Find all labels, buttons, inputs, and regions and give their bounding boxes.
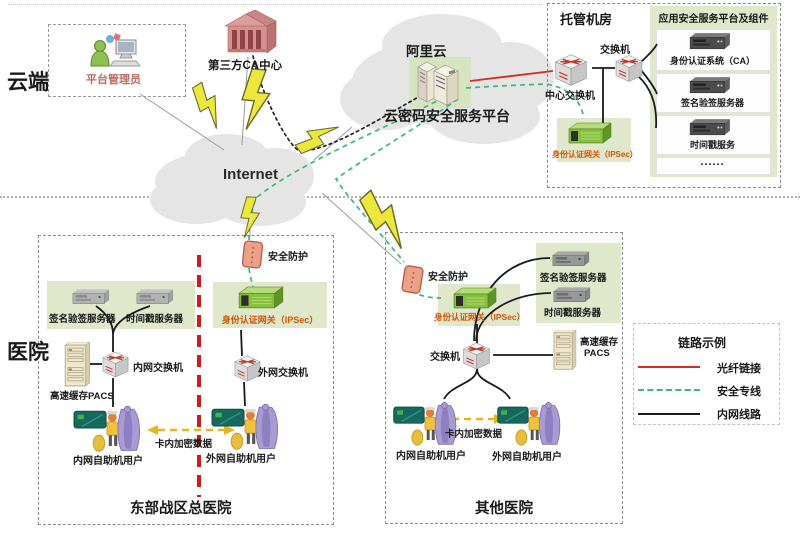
- time-server-icon: [134, 286, 176, 308]
- h1-title: 东部战区总医院: [130, 501, 232, 517]
- internet-cloud-shape: [214, 178, 306, 226]
- dc-gateway-icon: [567, 122, 613, 146]
- intranet-switch-icon: [99, 350, 132, 379]
- sign-server-icon: [70, 286, 112, 308]
- rack-server-icon: [687, 119, 733, 136]
- central-switch-label: 中心交换机: [545, 91, 595, 102]
- kiosk-user-icon: [496, 400, 562, 448]
- h2-gateway-label: 身份认证网关（IPSec）: [434, 312, 526, 322]
- datacenter-title: 托管机房: [560, 12, 613, 27]
- region-label-cloud: 云端: [7, 71, 49, 94]
- intranet-lines: [90, 43, 658, 407]
- pacs-rack-icon: [64, 341, 91, 389]
- legend-secure-line: [638, 389, 700, 391]
- admin-user-icon: [88, 32, 142, 74]
- kiosk-user-icon: [392, 400, 458, 448]
- h2-pacs-label-2: PACS: [584, 348, 610, 359]
- central-switch-icon: [551, 52, 591, 88]
- dc-server-label-sign: 签名验签服务器: [680, 98, 744, 108]
- rack-server-icon: [687, 33, 733, 50]
- kiosk-user-icon: [208, 402, 282, 452]
- security-shield-icon: [241, 239, 265, 270]
- platform-admin-box: [48, 24, 186, 97]
- kiosk-user-icon: [70, 404, 144, 454]
- h2-switch-label: 交换机: [430, 352, 460, 363]
- legend-intranet-label: 内网线路: [717, 409, 761, 421]
- cloud-server-icon: [414, 60, 466, 106]
- dc-server-label-time: 时间戳服务: [689, 140, 735, 150]
- h2-title: 其他医院: [475, 501, 533, 517]
- rack-server-icon: [687, 77, 733, 94]
- datacenter-box: [547, 3, 781, 188]
- h2-pacs-label-1: 高速缓存: [580, 337, 619, 348]
- legend-secure-label: 安全专线: [717, 386, 761, 398]
- h2-sign-server-label: 签名验签服务器: [540, 273, 607, 284]
- admin-label: 平台管理员: [86, 74, 141, 86]
- dc-more-dots: ......: [700, 156, 725, 168]
- h1-sign-server-label: 签名验签服务器: [49, 314, 116, 325]
- dc-gateway-label: 身份认证网关（IPSec）: [552, 150, 638, 159]
- legend-fiber-label: 光纤链接: [717, 363, 761, 375]
- h1-red-divider: [197, 255, 201, 497]
- h1-card-data-label: 卡内加密数据: [155, 439, 213, 450]
- h1-time-server-label: 时间戳服务器: [126, 314, 184, 325]
- app-panel-title: 应用安全服务平台及组件: [658, 14, 769, 25]
- h2-time-server-label: 时间戳服务器: [544, 308, 602, 319]
- h2-switch-icon: [459, 341, 494, 371]
- dc-switch-icon: [612, 53, 646, 84]
- fiber-line: [469, 70, 554, 82]
- ca-dotted-line: [252, 55, 429, 152]
- h2-security-label: 安全防护: [428, 272, 468, 283]
- legend-title: 链路示例: [678, 336, 727, 350]
- hospital1-box: [38, 235, 334, 525]
- h2-intranet-user-label: 内网自助机用户: [396, 451, 466, 462]
- time-server-icon: [551, 285, 593, 305]
- ca-label: 第三方CA中心: [208, 60, 283, 72]
- legend-box: [633, 323, 780, 425]
- h1-extranet-switch-label: 外网交换机: [258, 368, 308, 379]
- pacs-rack-icon: [552, 329, 578, 372]
- extranet-switch-icon: [231, 354, 264, 383]
- region-label-hospital: 医院: [7, 341, 49, 364]
- aliyun-label: 阿里云: [406, 44, 447, 59]
- hospital2-box: [385, 232, 623, 524]
- security-shield-icon: [400, 263, 426, 297]
- h2-gateway-icon: [452, 287, 498, 311]
- legend-intranet-line: [638, 413, 700, 415]
- internet-label: Internet: [223, 166, 279, 183]
- h2-card-data-label: 卡内加密数据: [445, 429, 503, 440]
- dc-switch-label: 交换机: [600, 45, 630, 56]
- h1-pacs-label: 高速缓存PACS: [50, 391, 114, 402]
- h2-extranet-user-label: 外网自助机用户: [492, 452, 562, 463]
- dc-server-label-ca: 身份认证系统（CA）: [670, 56, 755, 66]
- server-row-more: [656, 157, 771, 175]
- lightning-bolts: [184, 66, 420, 252]
- sign-server-icon: [550, 249, 592, 269]
- h1-intranet-user-label: 内网自助机用户: [73, 456, 143, 467]
- h1-extranet-user-label: 外网自助机用户: [206, 454, 276, 465]
- legend-fiber-line: [638, 366, 700, 368]
- h1-gateway-icon: [237, 286, 285, 311]
- h1-intranet-switch-label: 内网交换机: [133, 363, 183, 374]
- cloud-hospital-divider: [0, 196, 800, 198]
- h1-gateway-label: 身份认证网关（IPSec）: [221, 315, 319, 325]
- h1-security-label: 安全防护: [268, 252, 308, 263]
- ca-building-icon: [222, 8, 278, 56]
- platform-label: 云密码安全服务平台: [384, 108, 510, 124]
- top-boundary-line: [8, 4, 542, 5]
